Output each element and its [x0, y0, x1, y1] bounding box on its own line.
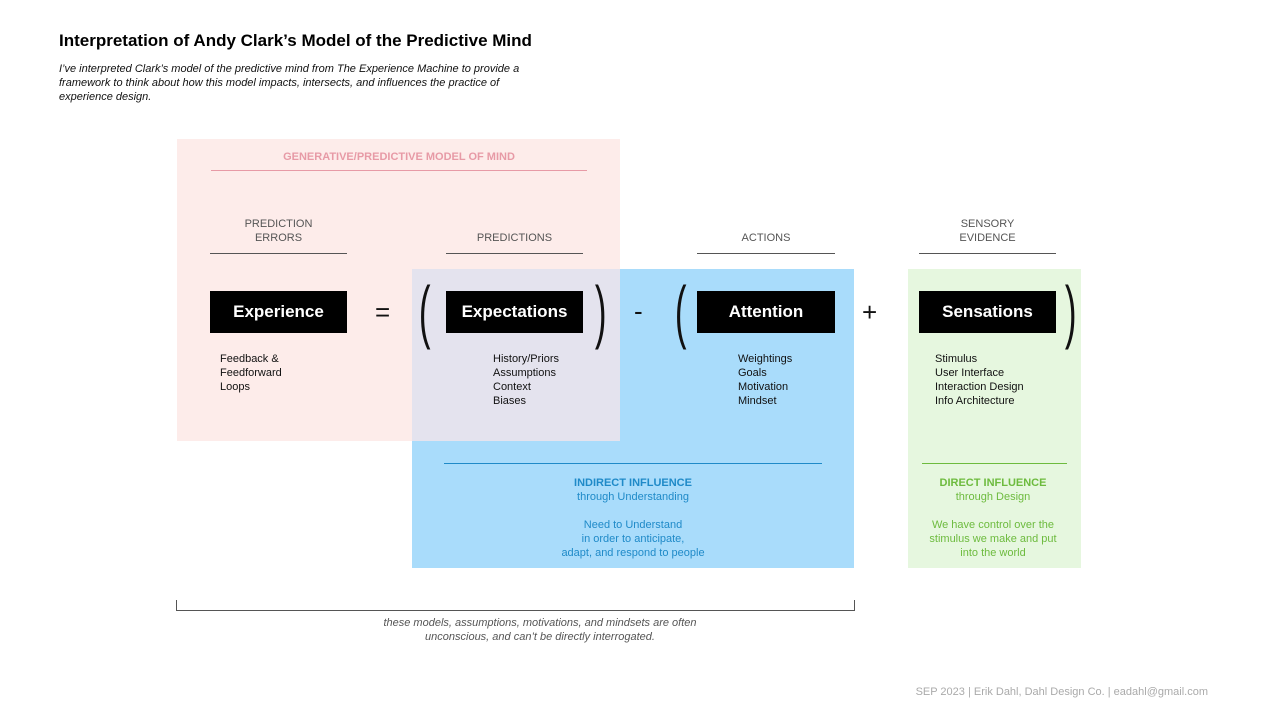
list-item: Weightings	[738, 353, 793, 365]
list-item: Stimulus	[935, 353, 978, 365]
header-predictions: PREDICTIONS	[476, 232, 553, 244]
header-actions: ACTIONS	[741, 232, 791, 244]
list-item: Interaction Design	[935, 381, 1024, 393]
list-experience: Feedback & Feedforward Loops	[220, 352, 282, 394]
page-subtitle: I’ve interpreted Clark’s model of the pr…	[59, 63, 520, 103]
header-sensory-evidence-line-1: SENSORY	[960, 218, 1015, 230]
list-item: Mindset	[738, 395, 777, 407]
term-attention: Attention	[697, 291, 835, 333]
header-sensory-evidence-line-2: EVIDENCE	[959, 232, 1016, 244]
direct-influence-title: DIRECT INFLUENCE	[939, 477, 1047, 489]
open-paren-outer: (	[418, 272, 431, 350]
list-expectations: History/Priors Assumptions Context Biase…	[493, 352, 559, 408]
list-item: Info Architecture	[935, 395, 1015, 407]
minus-operator: -	[634, 296, 643, 326]
equals-operator: =	[375, 297, 391, 327]
direct-influence-subtitle: through Design	[955, 491, 1031, 503]
header-rule-prediction-errors	[210, 253, 347, 254]
header-prediction-errors-line-2: ERRORS	[254, 232, 303, 244]
list-item: Biases	[493, 395, 527, 407]
header-rule-predictions	[446, 253, 583, 254]
list-item: Motivation	[738, 381, 789, 393]
indirect-influence-body-line: in order to anticipate,	[581, 533, 685, 545]
close-paren-outer: )	[1064, 272, 1077, 350]
header-rule-actions	[697, 253, 835, 254]
header-rule-sensory-evidence	[919, 253, 1056, 254]
close-paren-inner: )	[594, 272, 607, 350]
page-title: Interpretation of Andy Clark’s Model of …	[59, 31, 532, 50]
list-item: Goals	[738, 367, 767, 379]
list-attention: Weightings Goals Motivation Mindset	[738, 352, 792, 408]
bracket-caption-line-2: unconscious, and can’t be directly inter…	[425, 631, 655, 643]
header-sensory-evidence: SENSORY EVIDENCE	[919, 217, 1056, 245]
list-item: Assumptions	[493, 367, 556, 379]
list-item: Feedforward	[220, 367, 282, 379]
list-item: History/Priors	[493, 353, 560, 365]
list-item: Context	[493, 381, 531, 393]
indirect-influence-block: INDIRECT INFLUENCE through Understanding…	[444, 476, 822, 560]
bracket-caption: these models, assumptions, motivations, …	[345, 616, 735, 644]
list-item: Loops	[220, 381, 250, 393]
term-expectations: Expectations	[446, 291, 583, 333]
header-prediction-errors-line-1: PREDICTION	[244, 218, 313, 230]
list-sensations: Stimulus User Interface Interaction Desi…	[935, 352, 1024, 408]
direct-influence-body-line: We have control over the	[931, 519, 1055, 531]
direct-influence-body-line: into the world	[960, 547, 1026, 559]
plus-operator: +	[862, 297, 878, 327]
direct-influence-block: DIRECT INFLUENCE through Design We have …	[908, 476, 1078, 560]
bracket-caption-line-1: these models, assumptions, motivations, …	[383, 617, 697, 629]
unconscious-bracket	[176, 600, 855, 611]
region-label-rule	[211, 170, 587, 171]
list-item: Feedback &	[220, 353, 279, 365]
indirect-influence-rule	[444, 463, 822, 464]
open-paren-inner: (	[674, 272, 687, 350]
footer-credit: SEP 2023 | Erik Dahl, Dahl Design Co. | …	[915, 686, 1208, 698]
direct-influence-rule	[922, 463, 1067, 464]
header-prediction-errors: PREDICTION ERRORS	[210, 217, 347, 245]
list-item: User Interface	[935, 367, 1005, 379]
indirect-influence-body-line: adapt, and respond to people	[561, 547, 705, 559]
term-experience: Experience	[210, 291, 347, 333]
indirect-influence-subtitle: through Understanding	[577, 491, 689, 503]
term-sensations: Sensations	[919, 291, 1056, 333]
region-label: GENERATIVE/PREDICTIVE MODEL OF MIND	[283, 151, 515, 163]
direct-influence-body-line: stimulus we make and put	[929, 533, 1057, 545]
indirect-influence-title: INDIRECT INFLUENCE	[574, 477, 692, 489]
indirect-influence-body-line: Need to Understand	[583, 519, 683, 531]
